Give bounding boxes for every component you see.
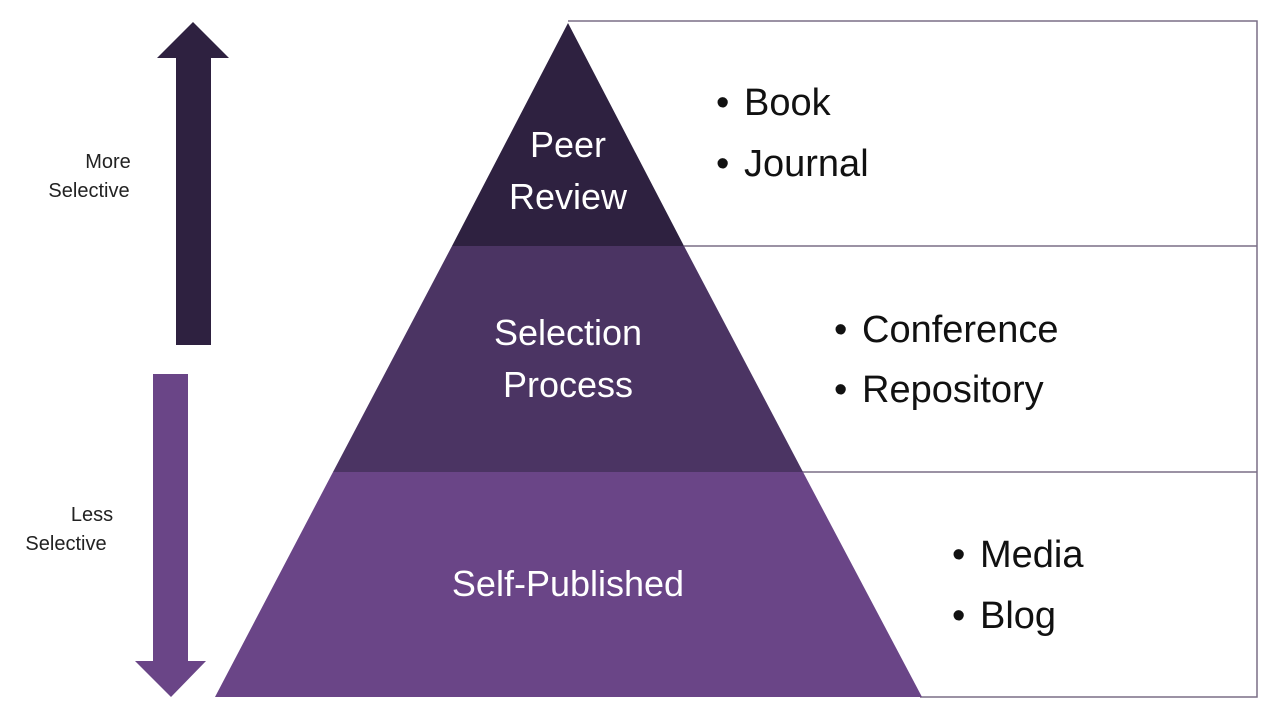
bullet-dot: • [952, 595, 965, 637]
top-bullet-list: • Book • Journal [716, 82, 869, 185]
tier-label-selection: Selection [494, 312, 642, 353]
selective-label-bottom: Selective [25, 533, 106, 555]
selective-label-top: Selective [48, 180, 129, 202]
bottom-box-border [920, 472, 1258, 698]
bullet-dot: • [716, 82, 729, 124]
more-label: More [85, 151, 131, 173]
list-item-blog: Blog [980, 595, 1056, 637]
list-item-media: Media [980, 534, 1084, 576]
list-item-journal: Journal [744, 143, 869, 185]
bullet-dot: • [716, 143, 729, 185]
bullet-dot: • [834, 369, 847, 411]
bullet-dot: • [952, 534, 965, 576]
bottom-bullet-list: • Media • Blog [952, 534, 1084, 637]
more-selective-arrow-icon [157, 22, 229, 345]
right-boxes [568, 20, 1258, 698]
list-item-conference: Conference [862, 309, 1058, 351]
tier-label-peer: Peer [530, 124, 606, 165]
less-selective-arrow-icon [135, 374, 206, 697]
pyramid-tier-top [452, 23, 684, 246]
pyramid [215, 23, 922, 697]
tier-label-process: Process [503, 364, 633, 405]
top-box-border [568, 20, 1258, 246]
pyramid-tier-bottom [215, 472, 922, 697]
pyramid-tier-middle [333, 246, 803, 472]
tier-label-review: Review [509, 176, 628, 217]
bullet-dot: • [834, 309, 847, 351]
middle-bullet-list: • Conference • Repository [834, 309, 1058, 411]
less-label: Less [71, 504, 113, 526]
list-item-repository: Repository [862, 369, 1044, 411]
list-item-book: Book [744, 82, 832, 124]
tier-label-self-published: Self-Published [452, 563, 684, 604]
